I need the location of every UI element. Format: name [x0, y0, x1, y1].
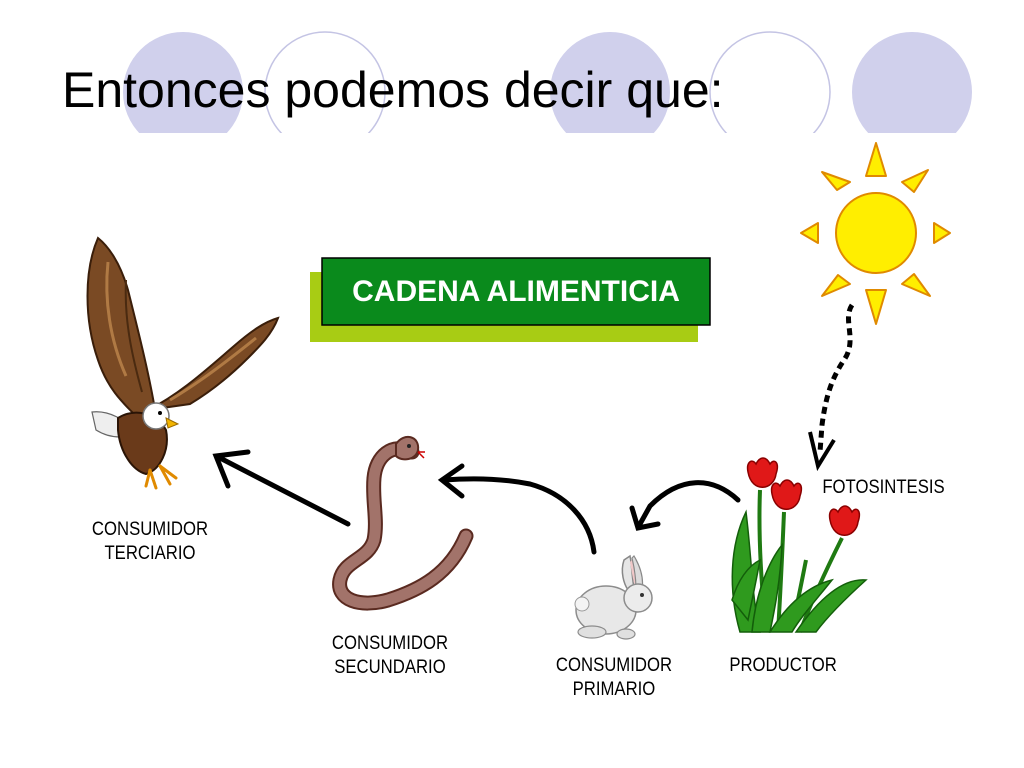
arrow-productor-to-primario [629, 480, 741, 531]
consumidor-primario-line2: PRIMARIO [572, 679, 656, 700]
rabbit-icon [574, 554, 653, 640]
deco-circle-filled-1 [123, 32, 243, 133]
consumidor-terciario-label: CONSUMIDOR TERCIARIO [92, 518, 208, 566]
consumidor-secundario-label: CONSUMIDOR SECUNDARIO [332, 632, 448, 680]
arrow-primario-to-secundario [437, 463, 597, 555]
consumidor-terciario-line1: CONSUMIDOR [91, 519, 209, 540]
deco-circle-filled-3 [852, 32, 972, 133]
deco-circle-outline-1 [264, 31, 386, 133]
title-box [321, 257, 711, 326]
fotosintesis-label: FOTOSINTESIS [822, 477, 945, 498]
consumidor-terciario-line2: TERCIARIO [104, 543, 196, 564]
snake-icon [332, 435, 474, 611]
eagle-icon [86, 236, 280, 490]
deco-circle-filled-2 [550, 32, 670, 133]
consumidor-primario-label: CONSUMIDOR PRIMARIO [556, 654, 672, 702]
title-box-label: CADENA ALIMENTICIA [352, 274, 680, 308]
slide-title: Entonces podemos decir que: [62, 62, 724, 118]
arrow-secundario-to-terciario [212, 449, 351, 527]
sun-icon [800, 142, 951, 325]
productor-label: PRODUCTOR [729, 654, 836, 678]
decorative-circles [123, 31, 972, 133]
photosynthesis-arrow [808, 303, 855, 472]
deco-circle-outline-2 [709, 31, 831, 133]
productor-label-line1: PRODUCTOR [729, 655, 837, 676]
tulip-flowers-icon [731, 457, 868, 633]
consumidor-primario-line1: CONSUMIDOR [555, 655, 673, 676]
consumidor-secundario-line2: SECUNDARIO [334, 657, 446, 678]
consumidor-secundario-line1: CONSUMIDOR [331, 633, 449, 654]
